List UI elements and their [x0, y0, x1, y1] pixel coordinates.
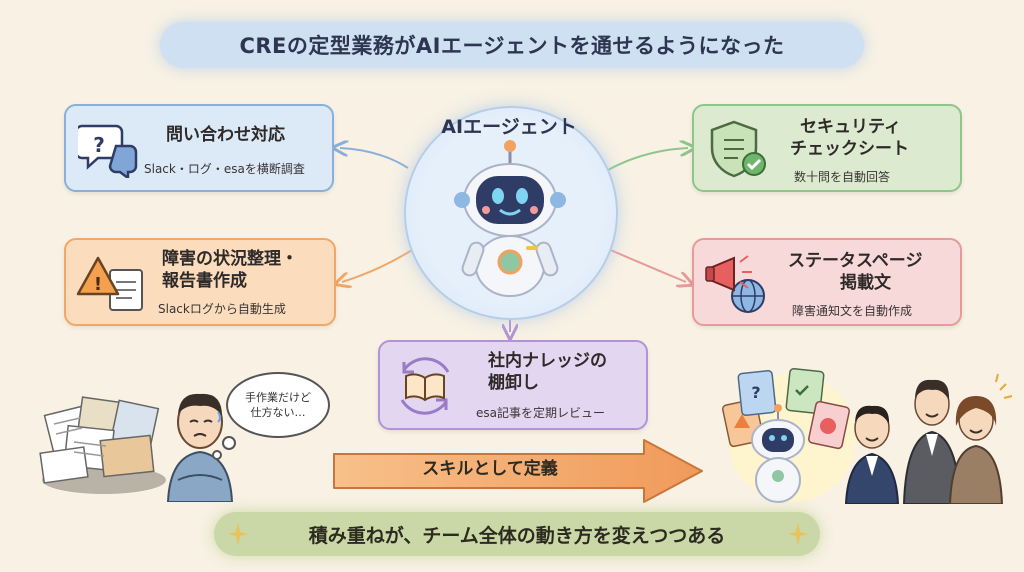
arrow-label: スキルとして定義	[422, 459, 558, 479]
status-title-line2: 掲載文	[840, 273, 891, 293]
status-subtitle: 障害通知文を自動作成	[792, 304, 913, 318]
incident-subtitle: Slackログから自動生成	[158, 302, 286, 316]
incident-title-line1: 障害の状況整理・	[162, 249, 298, 269]
tired-person-icon	[166, 393, 234, 502]
thought-dot-1	[222, 436, 236, 450]
thought-dot-2	[212, 450, 222, 460]
bottom-message: 積み重ねが、チーム全体の動き方を変えつつある	[214, 512, 820, 556]
thought-line1: 手作業だけど	[245, 391, 311, 404]
knowledge-title-line2: 棚卸し	[488, 373, 539, 393]
card-security: セキュリティ チェックシート 数十問を自動回答	[692, 104, 962, 192]
robot-icon	[454, 140, 566, 297]
incident-title-line2: 報告書作成	[162, 271, 247, 291]
team-with-robot-illustration: ?	[721, 368, 1013, 504]
inquiry-subtitle: Slack・ログ・esaを横断調査	[144, 162, 305, 176]
card-knowledge: 社内ナレッジの 棚卸し esa記事を定期レビュー	[378, 340, 648, 430]
security-title-line1: セキュリティ	[800, 117, 901, 137]
knowledge-subtitle: esa記事を定期レビュー	[476, 406, 605, 420]
thought-line2: 仕方ない…	[250, 406, 306, 419]
document-pile-icon	[39, 396, 166, 494]
warning-document-icon: !	[76, 256, 143, 311]
thought-bubble: 手作業だけど 仕方ない…	[226, 372, 330, 438]
agent-label: AIエージェント	[441, 116, 577, 138]
shield-checklist-icon	[710, 120, 766, 178]
skill-arrow	[333, 439, 703, 503]
sparkle-icon-left	[228, 522, 248, 546]
status-title-line1: ステータスページ	[788, 251, 923, 271]
connector-security	[607, 148, 688, 171]
question-bubble-icon: ?	[78, 124, 138, 178]
card-inquiry: ? 問い合わせ対応 Slack・ログ・esaを横断調査	[64, 104, 334, 192]
svg-text:?: ?	[93, 133, 105, 157]
inquiry-title: 問い合わせ対応	[166, 125, 285, 145]
page-title: CREの定型業務がAIエージェントを通せるようになった	[160, 22, 864, 68]
sparkle-icon-right	[788, 522, 808, 546]
security-subtitle: 数十問を自動回答	[794, 170, 891, 184]
security-title-line2: チェックシート	[790, 139, 909, 159]
connector-inquiry	[340, 148, 409, 169]
book-refresh-icon	[400, 357, 450, 415]
card-incident: ! 障害の状況整理・ 報告書作成 Slackログから自動生成	[64, 238, 336, 326]
megaphone-globe-icon	[705, 255, 765, 313]
svg-text:?: ?	[751, 383, 760, 402]
knowledge-title-line1: 社内ナレッジの	[488, 351, 607, 371]
connector-status	[605, 247, 686, 282]
svg-text:!: !	[94, 274, 102, 295]
card-status: ステータスページ 掲載文 障害通知文を自動作成	[692, 238, 962, 326]
connector-incident	[342, 249, 413, 282]
